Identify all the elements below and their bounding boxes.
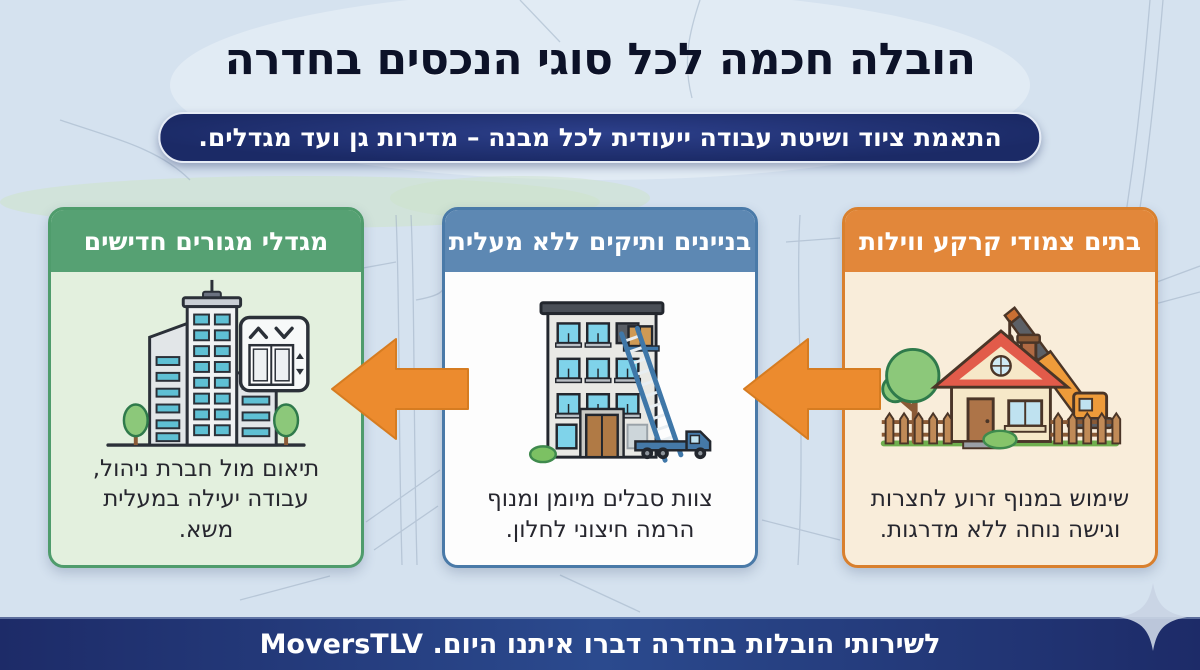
card-title-detached-houses: בתים צמודי קרקע ווילות (845, 210, 1155, 272)
footer-banner: לשירותי הובלות בחדרה דברו איתנו היום. Mo… (0, 617, 1200, 670)
subtitle-banner: התאמת ציוד ושיטת עבודה ייעודית לכל מבנה … (158, 112, 1042, 163)
card-description-detached-houses: שימוש במנוף זרוע לחצרות וגישה נוחה ללא מ… (870, 486, 1130, 543)
card-body: תיאום מול חברת ניהול, עבודה יעילה במעלית… (51, 272, 361, 565)
card-description-modern-towers: תיאום מול חברת ניהול, עבודה יעילה במעלית… (92, 455, 320, 543)
card-body: שימוש במנוף זרוע לחצרות וגישה נוחה ללא מ… (845, 272, 1155, 565)
card-title-old-buildings: בניינים ותיקים ללא מעלית (445, 210, 755, 272)
card-description-old-buildings: צוות סבלים מיומן ומנוף הרמה חיצוני לחלון… (487, 486, 713, 543)
card-detached-houses: בתים צמודי קרקע ווילות (842, 207, 1158, 568)
page-title: הובלה חכמה לכל סוגי הנכסים בחדרה (224, 34, 976, 85)
card-old-buildings: בניינים ותיקים ללא מעלית (442, 207, 758, 568)
house-with-crane-icon (880, 306, 1122, 450)
card-modern-towers: מגדלי מגורים חדישים (48, 207, 364, 568)
building-with-lift-truck-icon (528, 301, 712, 464)
card-title-modern-towers: מגדלי מגורים חדישים (51, 210, 361, 272)
card-body: צוות סבלים מיומן ומנוף הרמה חיצוני לחלון… (445, 272, 755, 565)
subtitle-text: התאמת ציוד ושיטת עבודה ייעודית לכל מבנה … (198, 123, 1002, 152)
tower-with-elevator-icon (106, 279, 310, 447)
flow-arrow-icon (331, 338, 469, 440)
flow-arrow-icon (743, 338, 881, 440)
four-point-star-icon (1119, 583, 1187, 651)
footer-text: לשירותי הובלות בחדרה דברו איתנו היום. Mo… (259, 629, 941, 660)
